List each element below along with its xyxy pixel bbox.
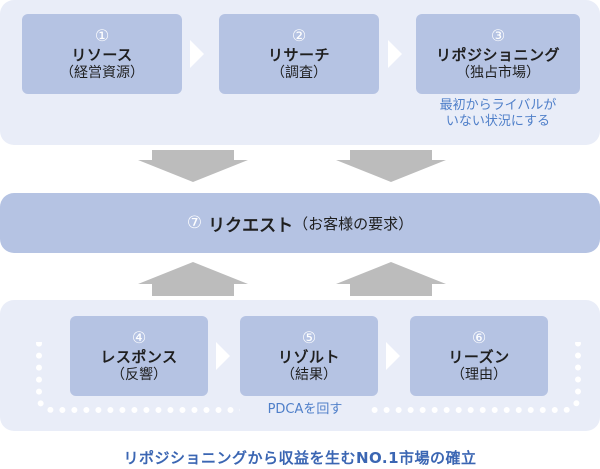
up-arrow-right-icon — [336, 262, 446, 284]
positioning-note: 最初からライバルが いない状況にする — [416, 98, 580, 131]
step-number: ④ — [131, 327, 147, 347]
down-arrow-right-icon — [336, 160, 446, 182]
step-title: レスポンス — [100, 347, 178, 366]
step-title: リゾルト — [277, 347, 340, 366]
request-subtitle: （お客様の要求） — [293, 214, 414, 233]
step-2-research: ② リサーチ （調査） — [219, 14, 379, 94]
step-subtitle: （理由） — [451, 366, 507, 383]
chevron-right-icon — [216, 342, 230, 370]
chevron-right-icon — [386, 342, 400, 370]
step-subtitle: （結果） — [281, 366, 337, 383]
step-1-resource: ① リソース （経営資源） — [22, 14, 182, 94]
step-title: リソース — [71, 45, 133, 64]
step-number: ⑥ — [471, 327, 487, 347]
request-number: ⑦ — [186, 213, 203, 233]
up-arrow-left-stem — [152, 284, 234, 296]
step-6-reason: ⑥ リーズン （理由） — [410, 316, 548, 396]
step-5-result: ⑤ リゾルト （結果） — [240, 316, 378, 396]
diagram-caption: リポジショニングから収益を生むNO.1市場の確立 — [123, 449, 477, 467]
step-number: ③ — [490, 25, 506, 45]
request-title: リクエスト — [208, 215, 294, 236]
step-3-repositioning: ③ リポジショニング （独占市場） — [416, 14, 580, 94]
step-number: ② — [291, 25, 307, 45]
pdca-label: PDCAを回す — [240, 400, 370, 420]
down-arrow-left-stem — [152, 150, 234, 162]
note-line-1: 最初からライバルが — [439, 98, 557, 113]
step-title: リサーチ — [267, 45, 330, 64]
step-title: リポジショニング — [435, 45, 560, 64]
step-number: ① — [94, 25, 110, 45]
up-arrow-right-stem — [350, 284, 432, 296]
chevron-right-icon — [388, 40, 402, 68]
step-subtitle: （調査） — [271, 64, 327, 81]
down-arrow-left-icon — [138, 160, 248, 182]
up-arrow-left-icon — [138, 262, 248, 284]
step-subtitle: （反響） — [111, 366, 167, 383]
request-bar: ⑦ リクエスト （お客様の要求） — [0, 193, 600, 253]
step-subtitle: （経営資源） — [60, 64, 144, 81]
note-line-2: いない状況にする — [445, 114, 551, 130]
chevron-right-icon — [190, 40, 204, 68]
step-subtitle: （独占市場） — [456, 64, 540, 81]
step-title: リーズン — [448, 347, 510, 366]
step-number: ⑤ — [301, 327, 317, 347]
step-4-response: ④ レスポンス （反響） — [70, 316, 208, 396]
down-arrow-right-stem — [350, 150, 432, 162]
